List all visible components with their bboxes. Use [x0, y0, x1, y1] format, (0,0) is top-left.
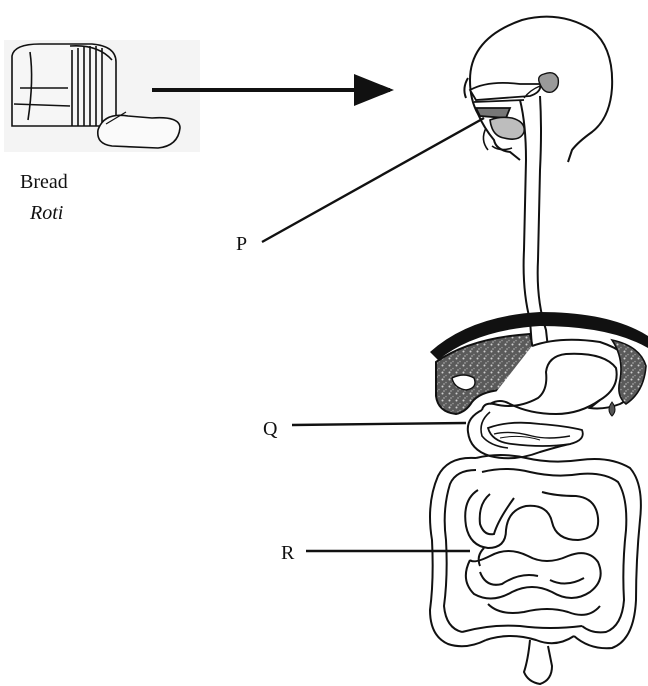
oesophagus [520, 96, 548, 348]
label-p: P [236, 234, 247, 254]
label-q: Q [263, 419, 277, 439]
small-intestine [465, 490, 600, 615]
pointer-line-q [292, 423, 466, 425]
pancreas [488, 423, 583, 446]
pointer-line-p [262, 118, 484, 242]
bread-loaf-icon [12, 44, 116, 126]
nasal-cavity [470, 83, 540, 118]
large-intestine [430, 455, 641, 684]
label-r: R [281, 543, 294, 563]
roti-label: Roti [30, 203, 63, 223]
bread-label: Bread [20, 172, 68, 192]
